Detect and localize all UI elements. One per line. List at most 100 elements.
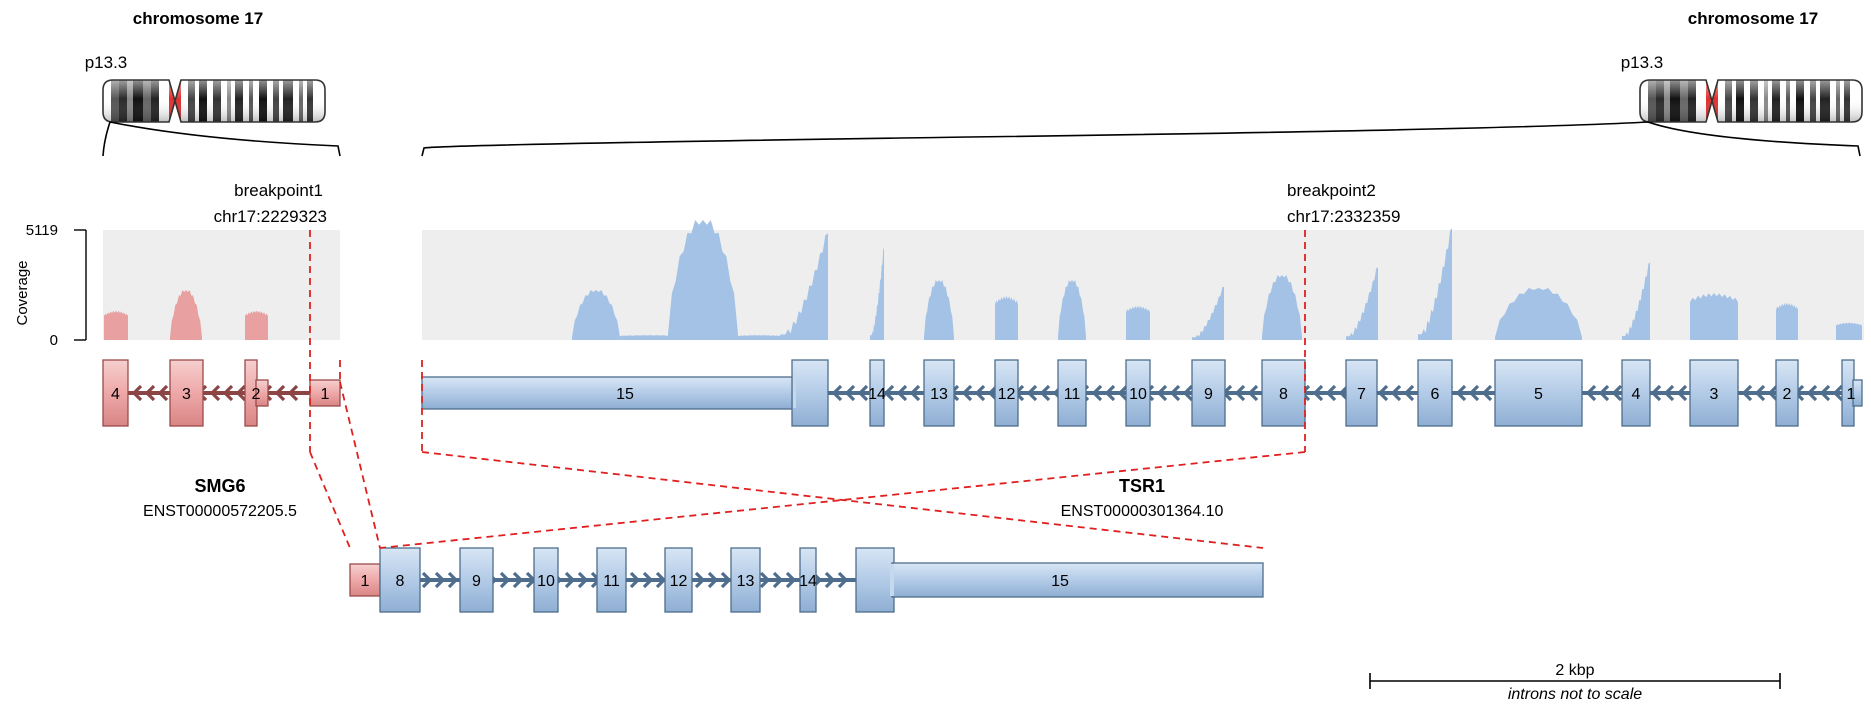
coverage-max-label: 5119 xyxy=(26,222,58,239)
exon: 14 xyxy=(868,359,886,427)
intron-arrow xyxy=(447,571,459,589)
intron-arrow xyxy=(1390,384,1402,402)
coverage-track1 xyxy=(104,290,268,340)
coverage-peak xyxy=(668,220,738,340)
exon: 3 xyxy=(169,359,204,427)
exon-number: 8 xyxy=(396,573,405,590)
exon-number: 4 xyxy=(1632,386,1641,403)
intron-arrow xyxy=(909,384,921,402)
coverage-peak xyxy=(1495,288,1582,340)
coverage-peak xyxy=(1776,302,1798,340)
intron-arrow xyxy=(421,571,433,589)
intron-arrow xyxy=(629,571,641,589)
gene2-transcript: ENST00000301364.10 xyxy=(1061,503,1224,520)
chromosome1-band-label: p13.3 xyxy=(85,53,128,72)
intron-arrow xyxy=(1104,384,1116,402)
chromosome-shading xyxy=(1640,80,1862,122)
exon: 3 xyxy=(1689,359,1739,427)
exon-box xyxy=(791,359,829,427)
coverage-peak xyxy=(870,247,884,340)
chromosome2-ideogram xyxy=(1639,79,1863,123)
exon-box xyxy=(869,359,885,427)
intron-arrow xyxy=(1091,384,1103,402)
scale-bar: 2 kbp introns not to scale xyxy=(1369,662,1781,703)
intron-arrow xyxy=(772,571,784,589)
exon-box xyxy=(255,379,269,407)
chromosome-shading xyxy=(103,80,325,122)
coverage-track1-bg xyxy=(103,230,340,340)
breakpoint2-label: breakpoint2 xyxy=(1287,181,1376,200)
intron-arrow xyxy=(1585,384,1597,402)
exon-join xyxy=(793,378,796,408)
exon-box xyxy=(1125,359,1151,427)
intron-arrow xyxy=(837,571,849,589)
exon-number: 4 xyxy=(111,386,120,403)
coverage-peak xyxy=(1690,293,1738,340)
exon-number: 15 xyxy=(1051,573,1069,590)
chromosome2-title: chromosome 17 xyxy=(1688,9,1818,28)
exon: 13 xyxy=(923,359,955,427)
intron-arrow xyxy=(642,571,654,589)
intron-arrow xyxy=(1663,384,1675,402)
chromosome1-ideogram xyxy=(102,79,326,123)
exon-box xyxy=(349,563,381,597)
intron-arrow xyxy=(1754,384,1766,402)
intron-arrow xyxy=(1312,384,1324,402)
coverage-peak xyxy=(1192,286,1224,340)
coverage-peak xyxy=(924,280,954,340)
exon-box xyxy=(1689,359,1739,427)
intron-arrow xyxy=(157,384,169,402)
coverage-peak xyxy=(1262,275,1302,340)
intron-arrow xyxy=(1806,384,1818,402)
exon: 10 xyxy=(1125,359,1151,427)
exon-box xyxy=(855,547,895,613)
intron-arrow xyxy=(759,571,771,589)
exon: 7 xyxy=(1345,359,1378,427)
intron-arrow xyxy=(577,571,589,589)
exon: 2 xyxy=(1775,359,1799,427)
intron-arrow xyxy=(655,571,667,589)
exon: 12 xyxy=(664,547,693,613)
intron-arrow xyxy=(831,384,843,402)
breakpoint2-position: chr17:2332359 xyxy=(1287,207,1400,226)
intron-arrow xyxy=(235,384,247,402)
breakpoint-lines xyxy=(309,230,1306,549)
coverage-peak xyxy=(995,295,1018,340)
exon-number: 8 xyxy=(1279,386,1288,403)
exon-box xyxy=(1417,359,1453,427)
exon: 8 xyxy=(379,547,421,613)
gene1-right-projection xyxy=(339,381,381,549)
exon-number: 3 xyxy=(182,386,191,403)
scale-bar-label: 2 kbp xyxy=(1555,662,1594,679)
exon-number: 9 xyxy=(1204,386,1213,403)
intron-arrow xyxy=(144,384,156,402)
coverage-axis: 5119 0 Coverage xyxy=(14,222,87,349)
intron-arrow xyxy=(287,384,299,402)
exon: 10 xyxy=(533,547,559,613)
intron-arrow xyxy=(694,571,706,589)
intron-arrow xyxy=(434,571,446,589)
coverage-peak xyxy=(104,310,128,340)
intron-arrow xyxy=(1611,384,1623,402)
exon-join xyxy=(890,564,894,596)
intron-arrow xyxy=(1468,384,1480,402)
intron-arrow xyxy=(961,384,973,402)
coverage-peak xyxy=(170,290,202,340)
exon: 9 xyxy=(1191,359,1226,427)
exon-box xyxy=(102,359,129,427)
intron-arrow xyxy=(824,571,836,589)
breakpoint1-label: breakpoint1 xyxy=(234,181,323,200)
coverage-peak xyxy=(572,290,620,340)
intron-arrow xyxy=(1455,384,1467,402)
gene1-transcript: ENST00000572205.5 xyxy=(143,503,297,520)
coverage-peak xyxy=(1622,262,1650,340)
exon: 9 xyxy=(459,547,494,613)
intron-arrow xyxy=(974,384,986,402)
exon: 11 xyxy=(596,547,627,613)
intron-arrow xyxy=(512,571,524,589)
exon-number: 6 xyxy=(1431,386,1440,403)
exon: 4 xyxy=(1621,359,1651,427)
chromosome1-zoom-bracket xyxy=(102,121,341,157)
intron-arrow xyxy=(499,571,511,589)
